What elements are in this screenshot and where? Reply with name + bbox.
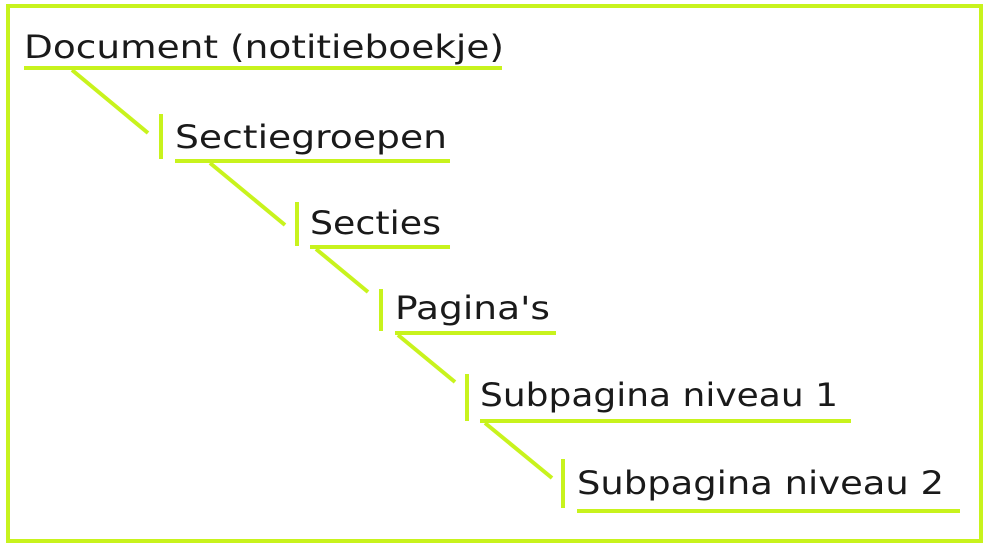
node-secties: Secties	[295, 202, 450, 249]
node-label-subpagina-niveau-2: Subpagina niveau 2	[577, 464, 944, 502]
connector-secties-paginas	[314, 247, 370, 294]
node-label-document: Document (notitieboekje)	[24, 28, 504, 66]
node-label-sectiegroepen: Sectiegroepen	[175, 118, 447, 156]
connector-paginas-subpagina1	[396, 333, 457, 384]
node-label-subpagina-niveau-1: Subpagina niveau 1	[480, 376, 838, 414]
node-label-paginas: Pagina's	[395, 289, 550, 327]
node-sectiegroepen: Sectiegroepen	[159, 114, 450, 163]
connector-document-sectiegroepen	[70, 68, 150, 135]
connector-sectiegroepen-secties	[208, 161, 287, 227]
node-document: Document (notitieboekje)	[24, 28, 504, 70]
node-subpagina-niveau-1: Subpagina niveau 1	[465, 374, 851, 423]
diagram-frame	[6, 4, 983, 543]
connector-subpagina1-subpagina2	[483, 421, 554, 480]
node-paginas: Pagina's	[379, 289, 556, 335]
node-subpagina-niveau-2: Subpagina niveau 2	[561, 459, 960, 513]
node-label-secties: Secties	[310, 204, 441, 242]
